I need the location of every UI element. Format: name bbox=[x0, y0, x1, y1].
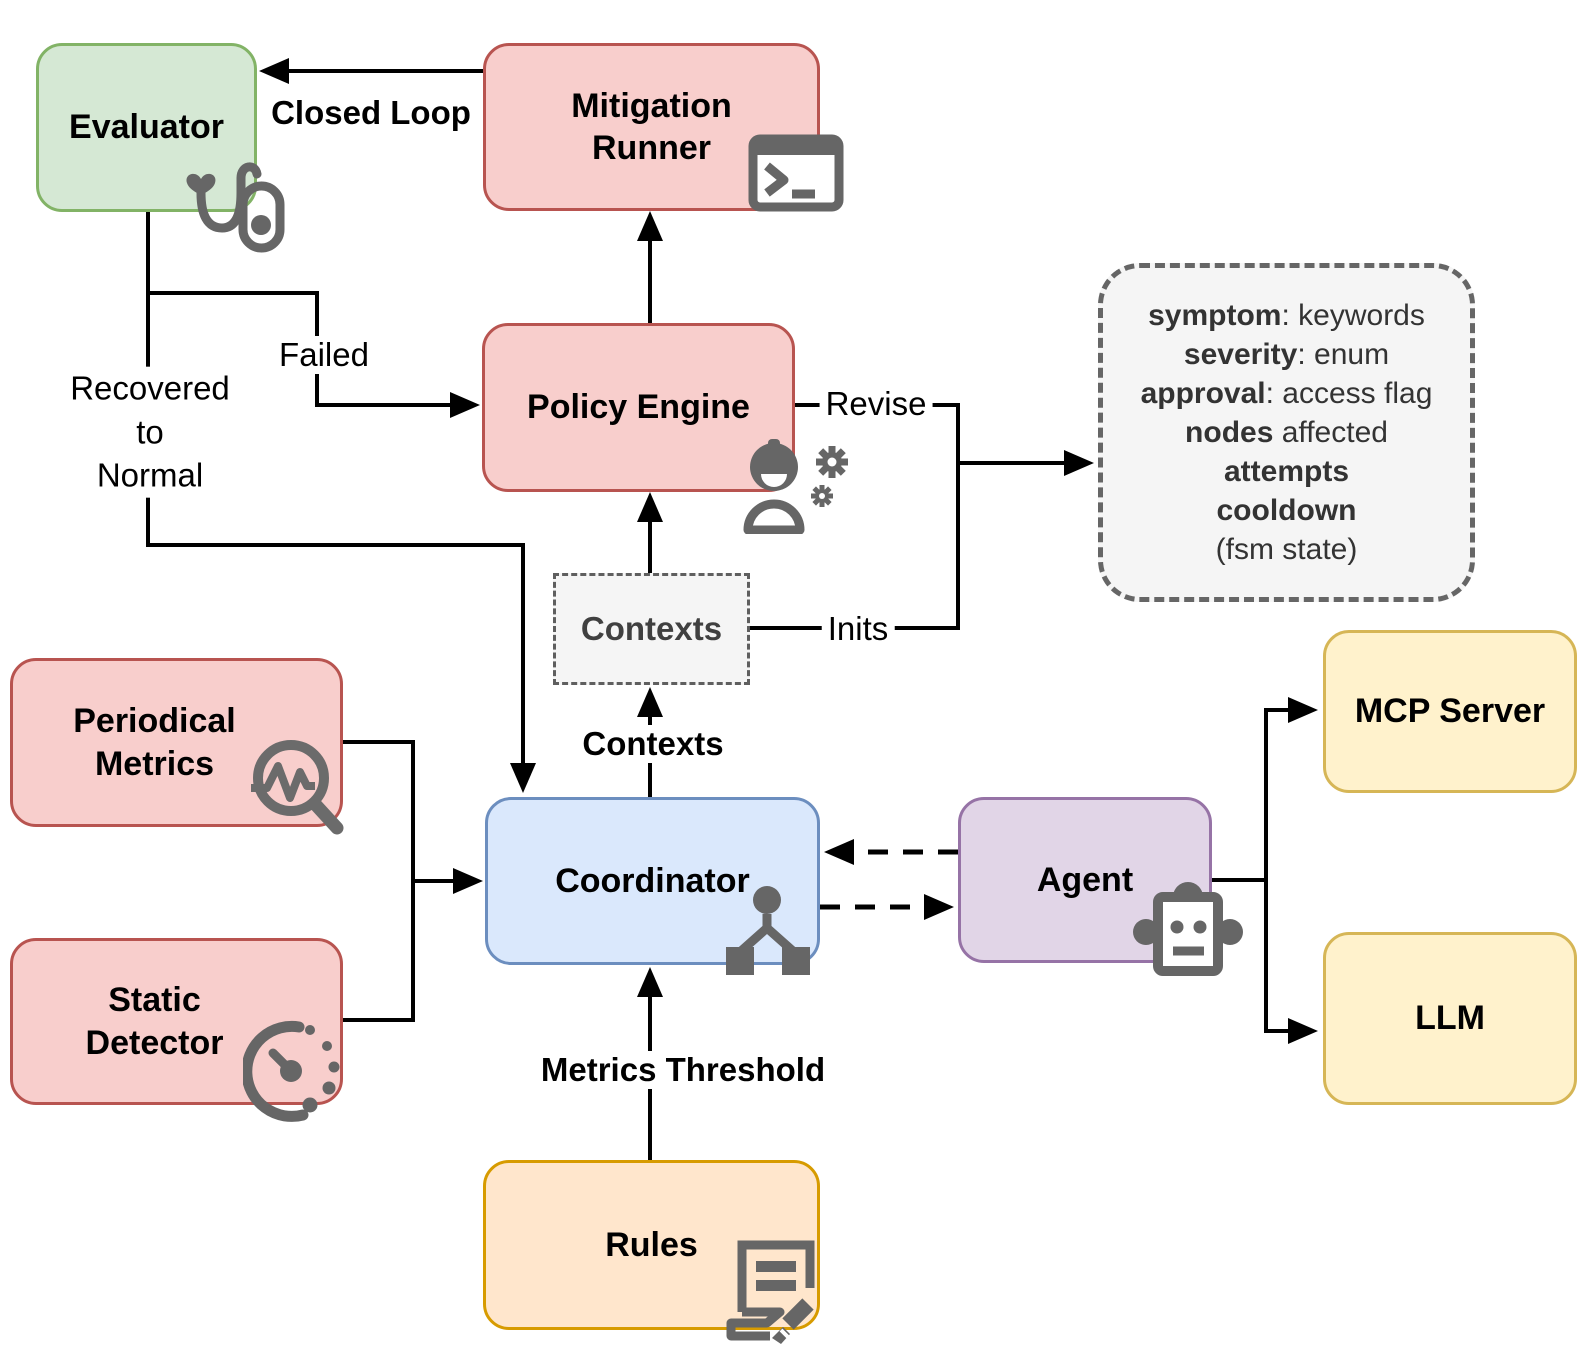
terminal-icon bbox=[748, 134, 844, 212]
arrowhead bbox=[637, 211, 663, 241]
arrowhead bbox=[924, 894, 954, 920]
state-line-symptom: symptom: keywords bbox=[1148, 296, 1425, 335]
node-label: Policy Engine bbox=[527, 388, 750, 427]
edge-metrics-merge bbox=[343, 740, 415, 1022]
state-line-nodes: nodes affected bbox=[1185, 413, 1388, 452]
arrowhead bbox=[1288, 697, 1318, 723]
state-line-attempts: attempts bbox=[1224, 452, 1349, 491]
field-key: cooldown bbox=[1216, 494, 1357, 527]
node-label: Agent bbox=[1036, 860, 1134, 899]
gauge-icon bbox=[243, 1020, 340, 1122]
field-key: approval bbox=[1140, 377, 1266, 410]
field-key: attempts bbox=[1223, 455, 1350, 488]
node-contexts: Contexts bbox=[553, 573, 750, 685]
arrowhead bbox=[510, 763, 536, 793]
engineer-gears-icon bbox=[743, 439, 848, 534]
edge-label-recovered: Recovered to Normal bbox=[64, 366, 236, 498]
node-label: Periodical Metrics bbox=[73, 702, 236, 783]
field-value: : access flag bbox=[1265, 377, 1433, 410]
state-line-cooldown: cooldown bbox=[1217, 491, 1357, 530]
stethoscope-icon bbox=[186, 162, 285, 253]
edge-label-contexts: Contexts bbox=[576, 725, 730, 763]
edge-label-metrics-threshold: Metrics Threshold bbox=[534, 1051, 832, 1089]
arrowhead bbox=[637, 967, 663, 997]
state-line-fsm: (fsm state) bbox=[1216, 530, 1358, 569]
arrowhead bbox=[1288, 1018, 1318, 1044]
arrowhead bbox=[259, 58, 289, 84]
magnifier-pulse-icon bbox=[251, 740, 344, 835]
node-label: Mitigation Runner bbox=[571, 86, 732, 168]
field-key: nodes bbox=[1185, 416, 1274, 449]
field-key: symptom bbox=[1148, 299, 1282, 332]
arrowhead bbox=[453, 868, 483, 894]
state-line-severity: severity: enum bbox=[1184, 335, 1389, 374]
edge-label-revise: Revise bbox=[819, 385, 933, 423]
node-coordinator: Coordinator bbox=[485, 797, 820, 965]
node-label: LLM bbox=[1415, 999, 1485, 1038]
field-key: severity bbox=[1183, 338, 1298, 371]
node-label: Coordinator bbox=[555, 861, 750, 900]
node-label: Evaluator bbox=[69, 108, 224, 147]
node-label: Rules bbox=[605, 1225, 698, 1264]
node-label: Static Detector bbox=[85, 981, 224, 1062]
field-value: : keywords bbox=[1281, 299, 1425, 332]
arrowhead bbox=[637, 492, 663, 522]
node-mcp-server: MCP Server bbox=[1323, 630, 1577, 793]
field-value: : enum bbox=[1297, 338, 1390, 371]
node-state-fields: symptom: keywords severity: enum approva… bbox=[1098, 263, 1475, 602]
edge-agent-branch bbox=[1212, 708, 1288, 1033]
edge-label-inits: Inits bbox=[821, 610, 895, 648]
network-nodes-icon bbox=[726, 886, 810, 975]
edge-label-closed-loop: Closed Loop bbox=[265, 94, 477, 132]
arrowhead bbox=[1064, 450, 1094, 476]
edge-label-failed: Failed bbox=[273, 336, 375, 374]
node-label: Contexts bbox=[580, 610, 723, 648]
node-llm: LLM bbox=[1323, 932, 1577, 1105]
state-line-approval: approval: access flag bbox=[1141, 374, 1433, 413]
field-value: (fsm state) bbox=[1215, 533, 1358, 566]
node-evaluator: Evaluator bbox=[36, 43, 257, 212]
field-value: affected bbox=[1273, 416, 1388, 449]
document-pencil-icon bbox=[726, 1240, 815, 1344]
arrowhead bbox=[450, 392, 480, 418]
arrowhead bbox=[637, 687, 663, 717]
node-label: MCP Server bbox=[1354, 692, 1546, 731]
robot-icon bbox=[1133, 882, 1243, 976]
node-policy-engine: Policy Engine bbox=[482, 323, 795, 492]
arrowhead bbox=[824, 839, 854, 865]
